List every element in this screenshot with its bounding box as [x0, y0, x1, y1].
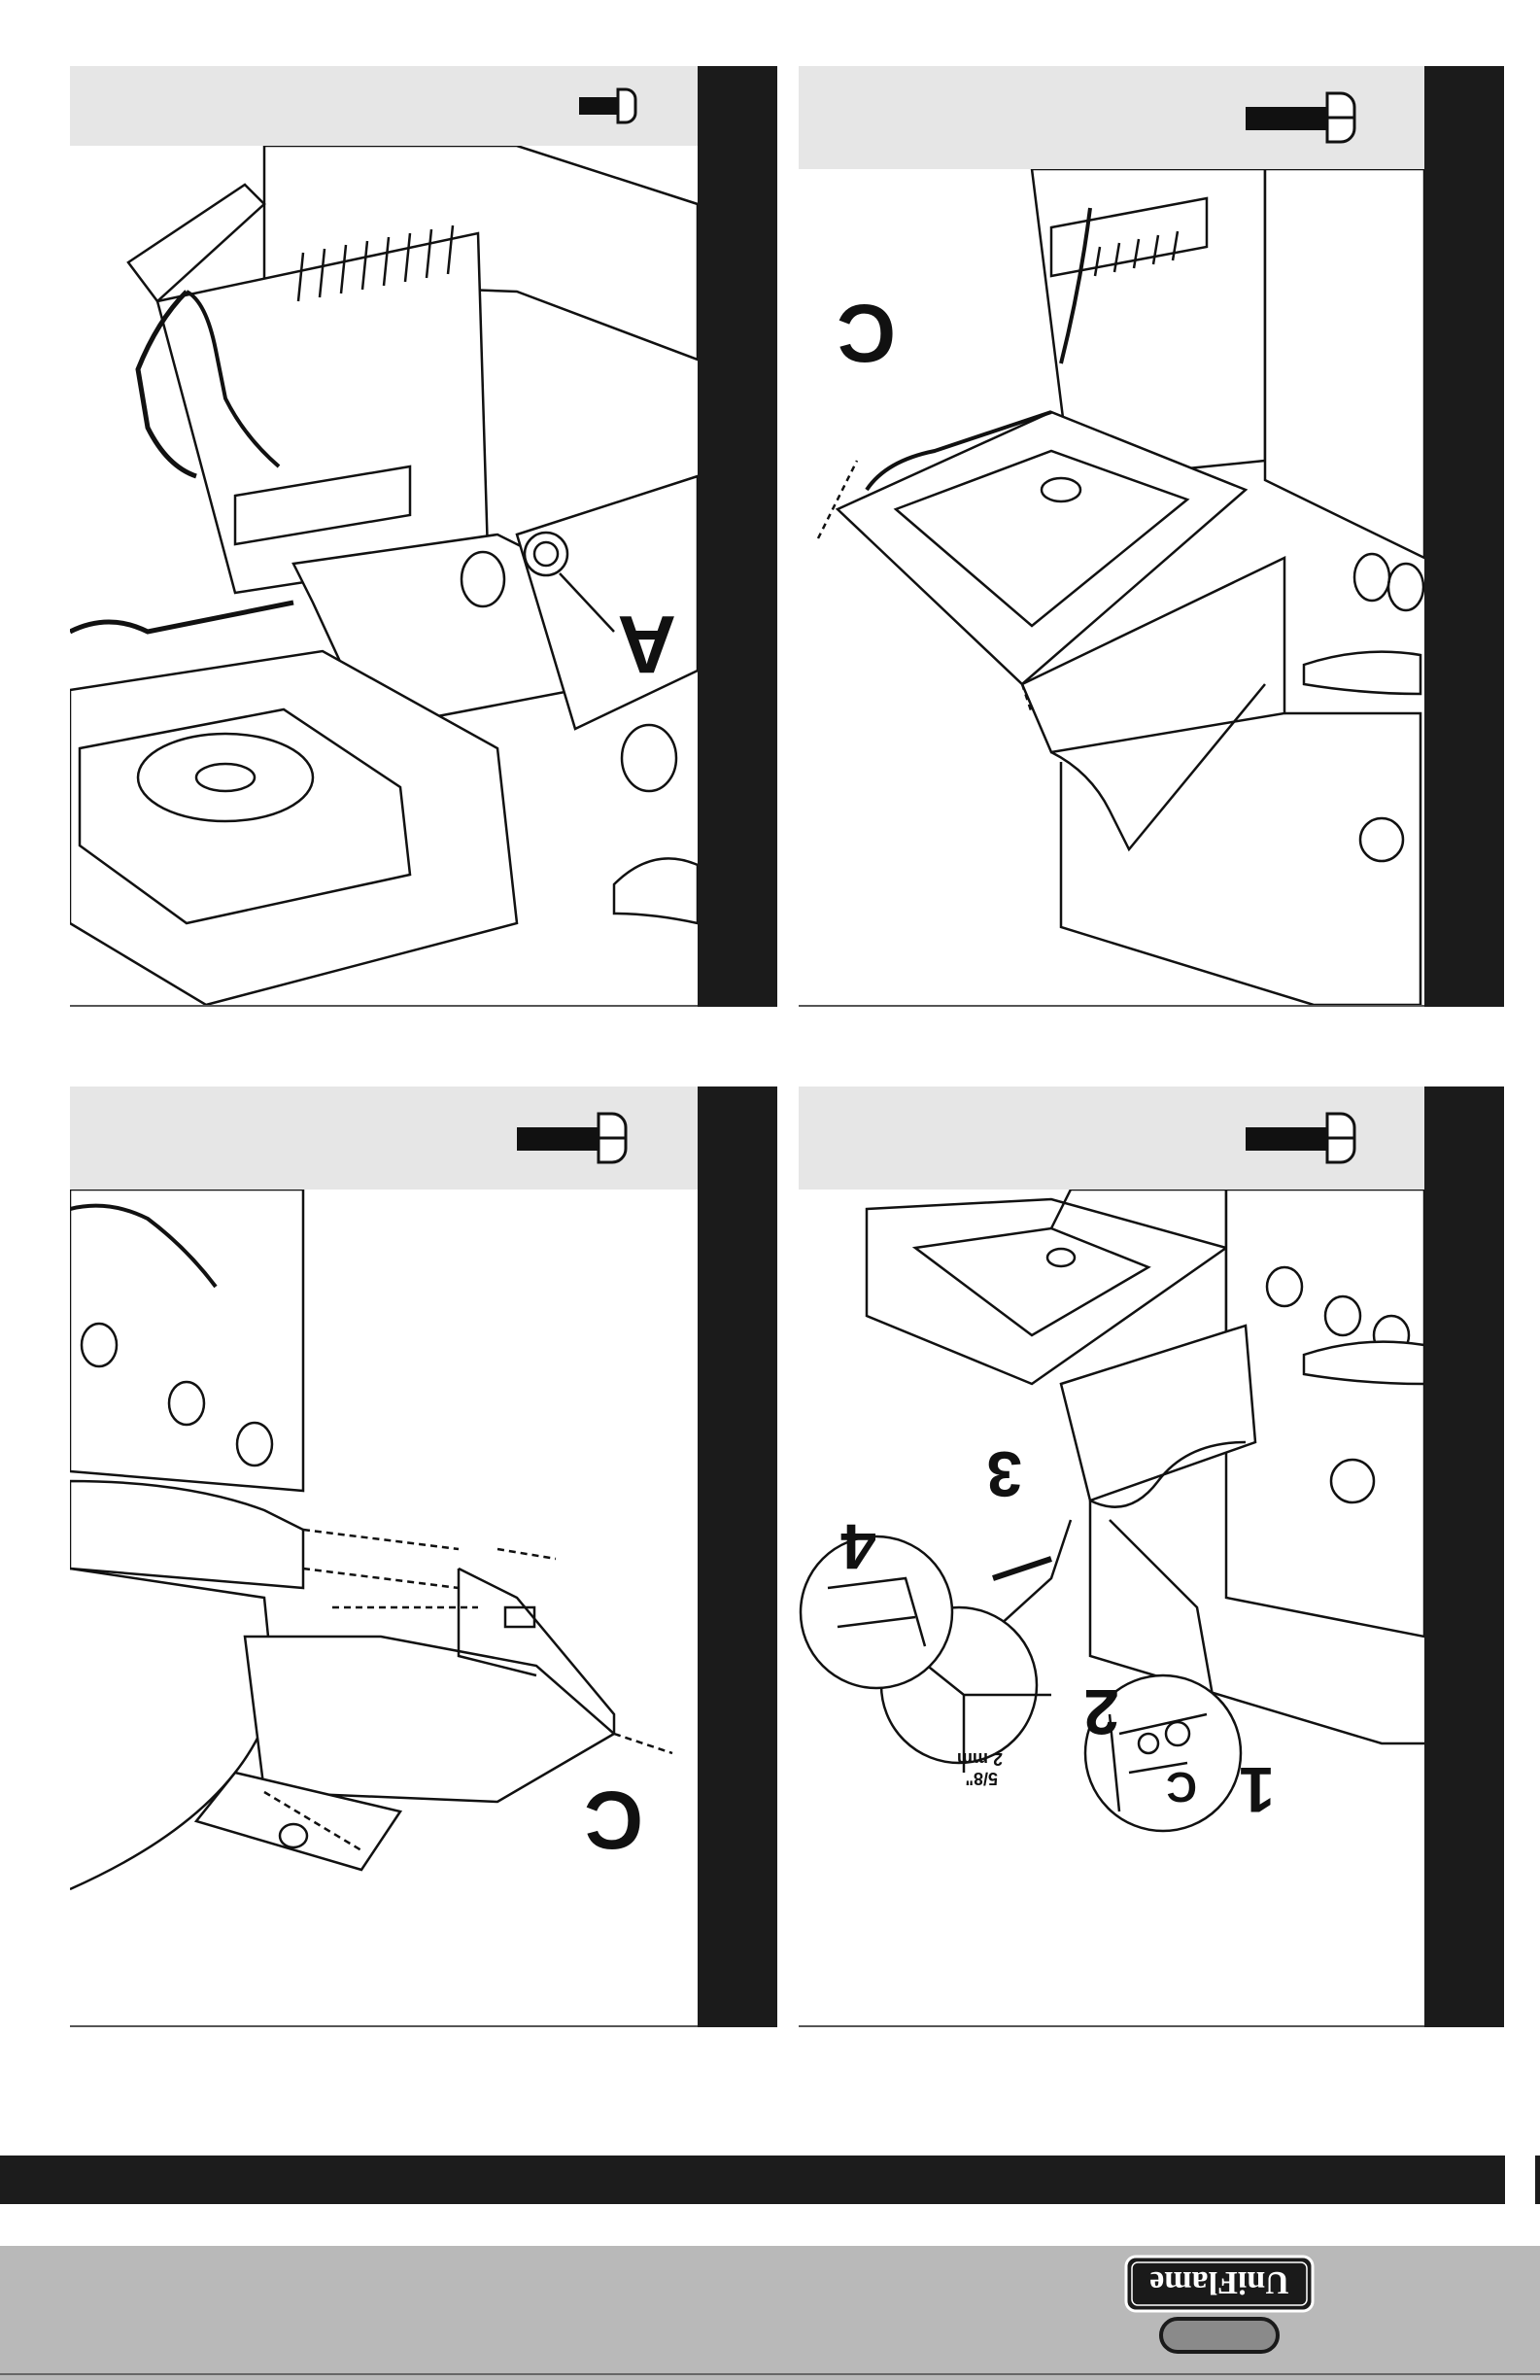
- footer-bar: [0, 2156, 1505, 2204]
- large-bolt-icon: [515, 1108, 632, 1168]
- callout-label: C: [837, 288, 896, 379]
- panel-side-strip: [1424, 1087, 1504, 2027]
- small-bolt-icon: [577, 84, 637, 130]
- panel-side-strip: [1424, 66, 1504, 1007]
- callout-label: 1: [1239, 1754, 1275, 1826]
- dimension-label: 2 mm: [957, 1749, 1003, 1769]
- large-bolt-icon: [1244, 87, 1360, 148]
- panel-bottom-right: 3 4 2 1 C 5/8" 2 mm: [799, 1087, 1504, 2027]
- assembly-illustration: 3 4 2 1 C 5/8" 2 mm: [799, 1190, 1424, 2025]
- brand-logo: UniFlame: [1122, 2253, 1317, 2358]
- panel-side-strip: [698, 1087, 777, 2027]
- panel-top-right: C: [799, 66, 1504, 1007]
- assembly-illustration: C: [70, 1190, 698, 2025]
- panel-top-left: A: [70, 66, 777, 1007]
- dimension-label: 5/8": [965, 1769, 998, 1788]
- panel-bottom-rule: [70, 1005, 698, 1007]
- callout-label: 4: [840, 1511, 876, 1583]
- panel-side-strip: [698, 66, 777, 1007]
- brand-logo-text: UniFlame: [1149, 2264, 1289, 2300]
- panel-bottom-rule: [70, 2025, 698, 2027]
- footer-bottom-rule: [0, 2373, 1540, 2375]
- callout-label: 2: [1083, 1676, 1119, 1748]
- panel-bottom-left: C: [70, 1087, 777, 2027]
- callout-label: 3: [986, 1438, 1022, 1510]
- callout-label: C: [584, 1775, 643, 1866]
- callout-label: A: [617, 599, 676, 690]
- footer-edge-mark: [1535, 2156, 1540, 2204]
- assembly-illustration: C: [799, 169, 1424, 1005]
- assembly-illustration: A: [70, 146, 698, 1005]
- callout-label: C: [1166, 1763, 1197, 1811]
- panel-bottom-rule: [799, 2025, 1424, 2027]
- panel-bottom-rule: [799, 1005, 1424, 1007]
- large-bolt-icon: [1244, 1108, 1360, 1168]
